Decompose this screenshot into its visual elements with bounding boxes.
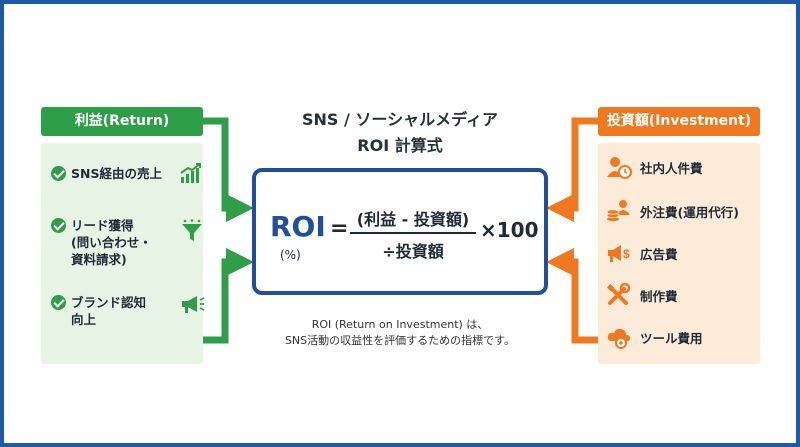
return-item-label: ブランド認知 向上 [71,295,147,327]
roi-formula-box: ROI (%) = (利益 - 投資額) ÷投資額 ×100 [252,168,548,295]
return-item-label: SNS経由の売上 [71,166,162,181]
megaphone-icon [179,292,205,320]
person-clock-icon [606,155,632,183]
description-line-2: SNS活動の収益性を評価するための指標です。 [284,334,516,347]
check-icon [51,295,66,310]
formula-multiplier: ×100 [480,218,539,242]
check-icon [51,218,66,233]
investment-item-label: ツール費用 [640,331,703,346]
funnel-icon [179,219,205,249]
roi-label: ROI [270,210,326,243]
investment-item-label: 外注費(運用代行) [640,205,739,220]
formula-denominator: ÷投資額 [382,242,444,261]
return-header: 利益(Return) [41,107,203,136]
coins-person-icon [606,199,632,227]
investment-item-tool-cost: ツール費用 [606,325,758,349]
megaphone-dollar-icon: $ [606,241,632,269]
tools-icon [606,282,632,311]
roi-percent-label: (%) [280,248,301,262]
investment-item-ad-cost: $ 広告費 [606,241,758,265]
formula-numerator: (利益 - 投資額) [356,210,470,229]
investment-item-production: 制作費 [606,282,758,307]
return-upper-arrow [203,117,254,222]
return-panel: SNS経由の売上 リード獲得 (問い合わせ・ 資料請求) ブラン [41,143,205,364]
investment-item-label: 広告費 [640,247,678,262]
svg-text:$: $ [623,247,630,261]
diagram-subtitle: ROI 計算式 [357,136,443,155]
check-icon [51,166,66,181]
fraction-bar [350,232,476,234]
growth-chart-icon [179,161,203,189]
investment-panel: 社内人件費 外注費(運用代行) $ 広告費 [598,143,760,364]
return-lower-arrow [203,248,254,344]
diagram-title: SNS / ソーシャルメディア [302,110,498,129]
investment-lower-arrow [546,248,598,344]
investment-item-label: 社内人件費 [640,161,703,176]
investment-item-staff-cost: 社内人件費 [606,155,758,179]
description-line-1: ROI (Return on Investment) は、 [311,318,489,331]
investment-item-outsourcing: 外注費(運用代行) [606,199,758,223]
cloud-gear-icon [606,325,634,353]
investment-item-label: 制作費 [640,289,678,304]
investment-upper-arrow [546,117,598,222]
investment-header: 投資額(Investment) [598,107,760,136]
return-item-label: リード獲得 (問い合わせ・ 資料請求) [71,218,152,267]
equals-sign: = [330,216,349,241]
